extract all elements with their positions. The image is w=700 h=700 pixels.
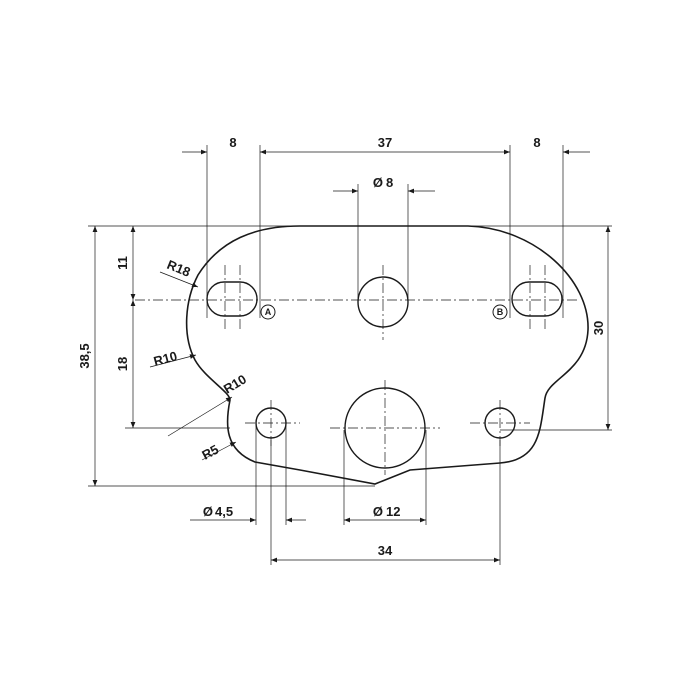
dimension-lines <box>92 149 611 563</box>
dim-text-dia-8: 8 <box>386 175 393 190</box>
dim-text-dia-4-5: 4,5 <box>215 504 233 519</box>
dim-text-18: 18 <box>115 357 130 371</box>
radius-text-r10-upper: R10 <box>152 348 179 369</box>
svg-text:B: B <box>497 307 504 317</box>
dim-text-11: 11 <box>115 256 130 270</box>
dim-text-dia-12: 12 <box>386 504 400 519</box>
center-lines <box>135 265 580 475</box>
point-marker-b: B <box>492 304 508 320</box>
slot-a <box>206 281 258 317</box>
diameter-symbol-small: Ø <box>203 504 213 519</box>
radius-text-r5: R5 <box>199 442 221 463</box>
dim-text-34: 34 <box>378 543 393 558</box>
dim-text-30: 30 <box>591 321 606 335</box>
radius-text-r18: R18 <box>165 257 193 280</box>
dim-text-37: 37 <box>378 135 392 150</box>
part-outline <box>185 225 589 485</box>
diameter-symbol-upper: Ø <box>373 175 383 190</box>
point-marker-a: A <box>260 304 276 320</box>
diameter-symbol-lower: Ø <box>373 504 383 519</box>
extension-lines <box>88 145 612 565</box>
slot-b <box>511 281 563 317</box>
radius-leaders <box>149 271 237 461</box>
dim-text-8-left: 8 <box>229 135 236 150</box>
dim-text-8-right: 8 <box>533 135 540 150</box>
svg-text:A: A <box>265 307 272 317</box>
dim-text-38-5: 38,5 <box>77 343 92 368</box>
